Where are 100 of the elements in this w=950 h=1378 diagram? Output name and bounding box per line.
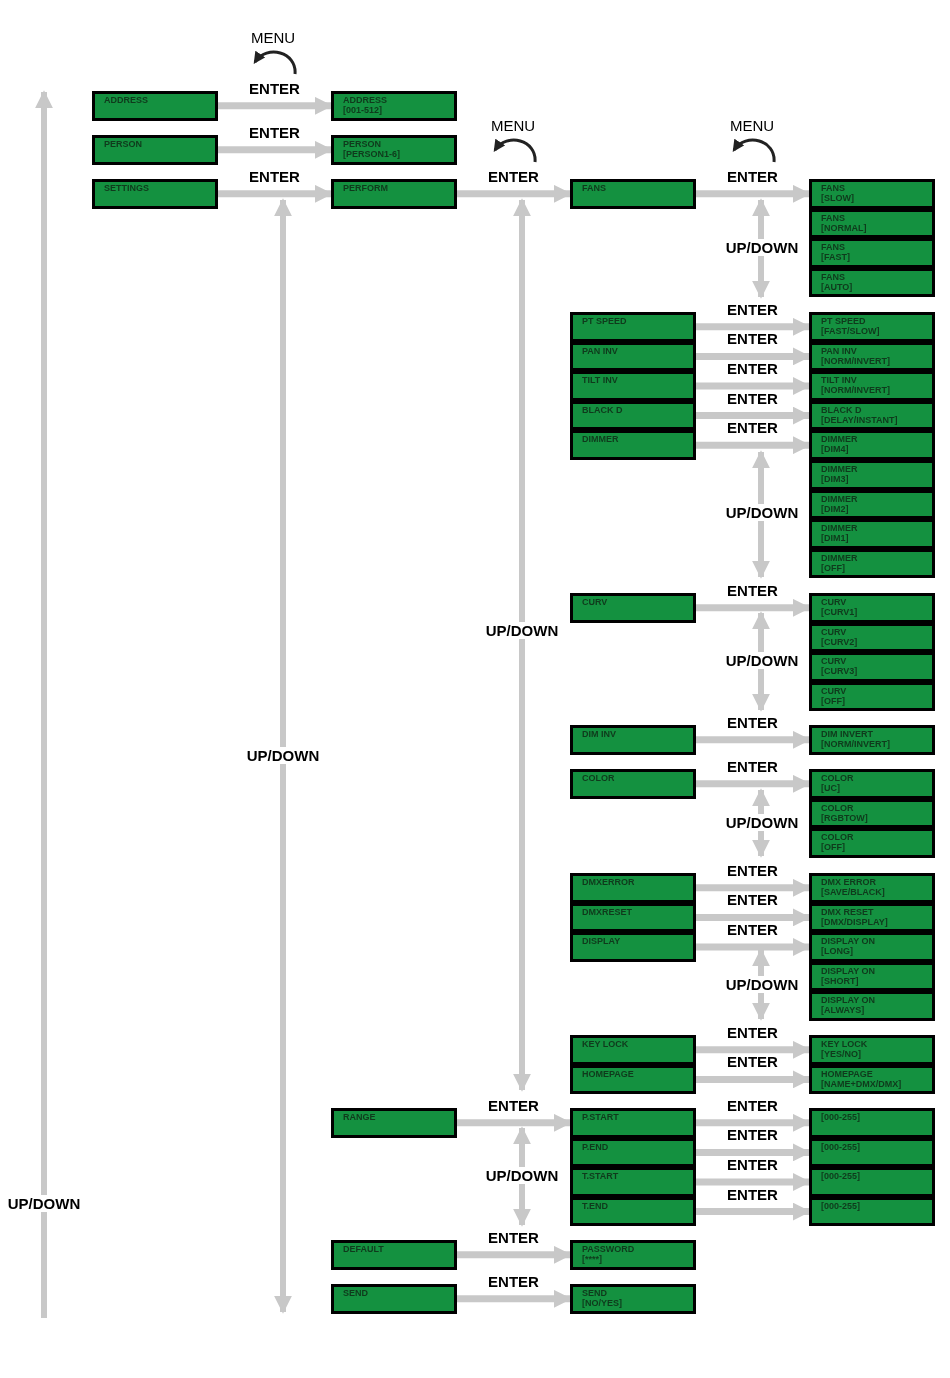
menu-item-text: DISPLAY ON <box>821 936 876 947</box>
up-down-label: UP/DOWN <box>7 1195 81 1212</box>
menu-display-box <box>570 312 696 342</box>
arrow <box>457 184 572 203</box>
menu-display-box <box>809 902 935 933</box>
menu-display-box <box>809 519 935 549</box>
menu-item-text: KEY LOCK <box>582 1039 629 1049</box>
menu-item-text: DEFAULT <box>343 1244 384 1254</box>
menu-item-text: KEY LOCK <box>821 1039 868 1049</box>
menu-display-box <box>809 267 935 298</box>
setting-value-text: [DIM4] <box>821 444 849 455</box>
setting-value-text: [NORM/INVERT] <box>821 385 890 396</box>
menu-item-text: DISPLAY ON <box>821 965 876 976</box>
menu-item-text: FANS <box>821 271 845 282</box>
setting-value-text: [001-512] <box>343 105 383 115</box>
menu-item-text: BLACK D <box>582 404 623 415</box>
menu-display-box <box>809 460 935 490</box>
menu-display-box <box>809 489 935 520</box>
up-down-label: UP/DOWN <box>725 976 799 993</box>
menu-display-box <box>809 725 935 755</box>
menu-item-text: ADDRESS <box>104 95 148 105</box>
menu-display-box <box>570 430 696 460</box>
setting-value-text: [UC] <box>821 783 840 793</box>
menu-display-box <box>809 961 935 992</box>
menu-display-box <box>809 593 935 623</box>
menu-item-text: DIMMER <box>582 434 619 445</box>
arrow <box>696 1143 811 1162</box>
menu-item-text: T.END <box>582 1200 608 1211</box>
setting-value-text: [DELAY/INSTANT] <box>821 414 898 425</box>
menu-display-box <box>570 1167 696 1197</box>
menu-item-text: DISPLAY <box>582 936 621 947</box>
arrow <box>218 96 333 115</box>
menu-display-box <box>92 179 218 209</box>
menu-item-text: T.START <box>582 1171 619 1182</box>
menu-display-box <box>331 1240 457 1270</box>
menu-display-box <box>570 400 696 431</box>
menu-item-text: DIM INV <box>582 729 616 739</box>
menu-display-box <box>570 873 696 903</box>
arrow <box>696 1113 811 1132</box>
arrow <box>696 1202 811 1221</box>
setting-value-text: [SHORT] <box>821 975 859 986</box>
arrow <box>696 774 811 793</box>
menu-item-text: HOMEPAGE <box>582 1068 634 1079</box>
menu-item-text: DMXRESET <box>582 906 632 917</box>
menu-item-text: CURV <box>821 656 847 667</box>
setting-value-text: [CURV1] <box>821 607 858 617</box>
setting-value-text: [ALWAYS] <box>821 1005 865 1016</box>
menu-item-text: DISPLAY ON <box>821 995 876 1006</box>
menu-display-box <box>809 652 935 682</box>
menu-display-box <box>809 400 935 431</box>
menu-item-text: COLOR <box>821 773 854 783</box>
menu-display-box <box>809 932 935 962</box>
menu-display-box <box>809 548 935 579</box>
menu-display-box <box>570 593 696 623</box>
arrow <box>696 878 811 897</box>
setting-value-text: [NORM/INVERT] <box>821 355 890 366</box>
setting-value-text: [****] <box>582 1254 602 1264</box>
setting-value-text: [OFF] <box>821 562 845 573</box>
menu-item-text: PERSON <box>343 139 381 149</box>
edge-label: ENTER <box>727 922 778 938</box>
up-down-label: UP/DOWN <box>725 814 799 831</box>
arrow <box>696 1040 811 1059</box>
menu-display-box <box>809 1064 935 1095</box>
menu-item-text: FANS <box>582 183 606 193</box>
arrow <box>696 908 811 927</box>
menu-display-box <box>331 179 457 209</box>
menu-display-box <box>331 1284 457 1314</box>
menu-item-text: DIMMER <box>821 493 858 504</box>
setting-value-text: [NORM/INVERT] <box>821 739 890 749</box>
menu-display-box <box>570 1284 696 1314</box>
setting-value-text: [SLOW] <box>821 193 854 203</box>
menu-display-box <box>92 135 218 165</box>
menu-item-text: PT SPEED <box>582 316 627 326</box>
menu-item-text: CURV <box>582 597 608 607</box>
edge-label: ENTER <box>727 361 778 377</box>
menu-item-text: PERFORM <box>343 183 388 193</box>
menu-item-text: [000-255] <box>821 1171 861 1182</box>
setting-value-text: [YES/NO] <box>821 1049 861 1059</box>
up-down-label: UP/DOWN <box>725 239 799 256</box>
menu-item-text: CURV <box>821 597 847 607</box>
arrow <box>696 730 811 749</box>
menu-display-box <box>809 371 935 401</box>
arrow <box>696 347 811 366</box>
menu-item-text: [000-255] <box>821 1141 861 1152</box>
menu-display-box <box>570 725 696 755</box>
menu-item-text: COLOR <box>821 832 854 843</box>
menu-item-text: [000-255] <box>821 1112 861 1122</box>
menu-display-box <box>809 873 935 903</box>
arrow <box>696 184 811 203</box>
menu-display-box <box>331 1108 457 1138</box>
menu-display-box <box>92 91 218 121</box>
up-down-label: UP/DOWN <box>725 504 799 521</box>
menu-item-text: SEND <box>343 1288 368 1298</box>
menu-display-box <box>809 828 935 858</box>
menu-item-text: FANS <box>821 212 845 223</box>
setting-value-text: [OFF] <box>821 842 845 853</box>
arrow <box>696 436 811 455</box>
setting-value-text: [DMX/DISPLAY] <box>821 916 888 927</box>
menu-item-text: SEND <box>582 1288 607 1298</box>
setting-value-text: [RGBTOW] <box>821 812 868 823</box>
